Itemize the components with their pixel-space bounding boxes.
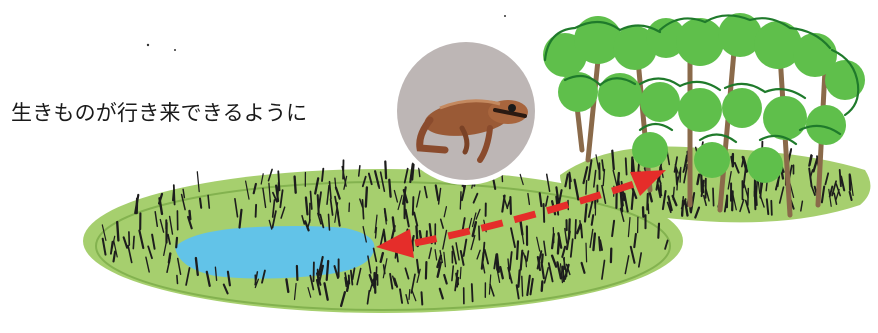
caption-text: 生きものが行き来できるように: [11, 97, 307, 127]
pond: [175, 226, 374, 279]
frog-photo: [392, 37, 540, 185]
